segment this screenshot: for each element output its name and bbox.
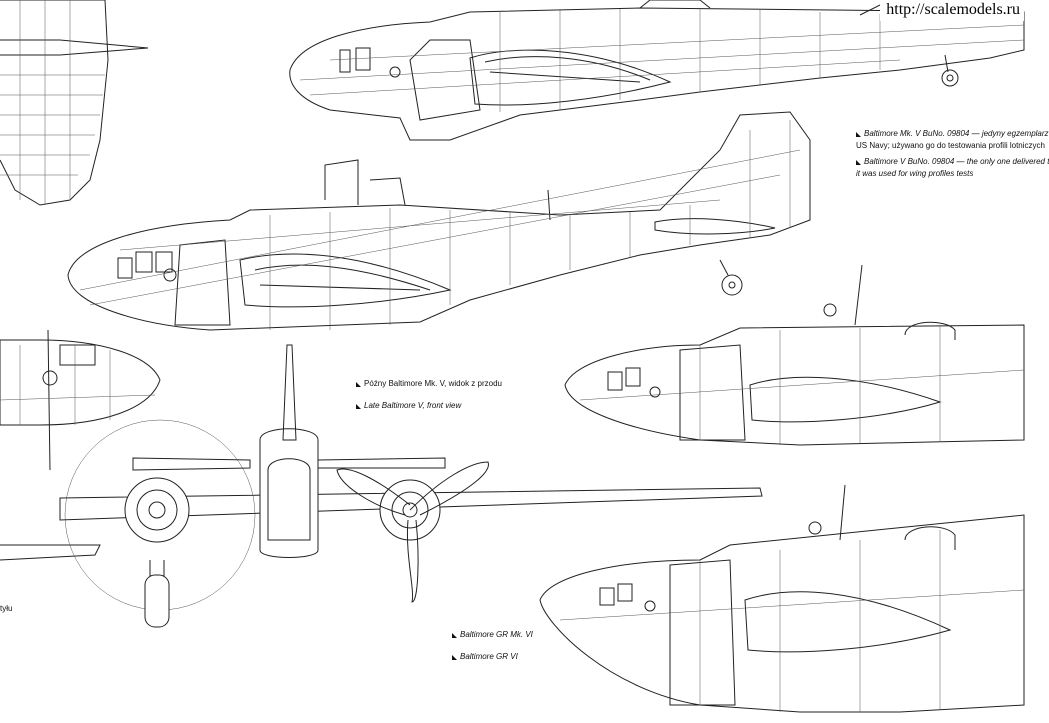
pointer-triangle-icon [356,382,361,387]
caption-front-en: Late Baltimore V, front view [356,400,461,411]
front-view [59,344,763,628]
pointer-triangle-icon [452,633,457,638]
top-wing-planform [0,0,149,206]
caption-bunO-pl: Baltimore Mk. V BuNo. 09804 — jedyny egz… [856,128,1049,139]
pointer-triangle-icon [856,160,861,165]
caption-bunO-pl-line2: US Navy; używano go do testowania profil… [856,141,1045,150]
side-view-right-lower [539,484,1025,713]
caption-front-pl: Późny Baltimore Mk. V, widok z przodu [356,378,502,389]
side-view-middle [67,111,811,331]
caption-gr-pl: Baltimore GR Mk. VI [452,629,533,640]
side-view-right-upper [564,264,1025,446]
watermark-url: http://scalemodels.ru [880,0,1024,21]
pointer-triangle-icon [452,655,457,660]
pointer-triangle-icon [356,404,361,409]
caption-gr-en: Baltimore GR VI [452,651,518,662]
nose-fragment-left [0,329,161,561]
caption-bunO-en-line2: it was used for wing profiles tests [856,169,974,178]
caption-left-fragment: tyłu [0,604,13,613]
aircraft-line-drawings [0,0,1025,713]
side-view-top [289,0,1025,141]
caption-bunO-en: Baltimore V BuNo. 09804 — the only one d… [856,156,1049,167]
pointer-triangle-icon [856,132,861,137]
